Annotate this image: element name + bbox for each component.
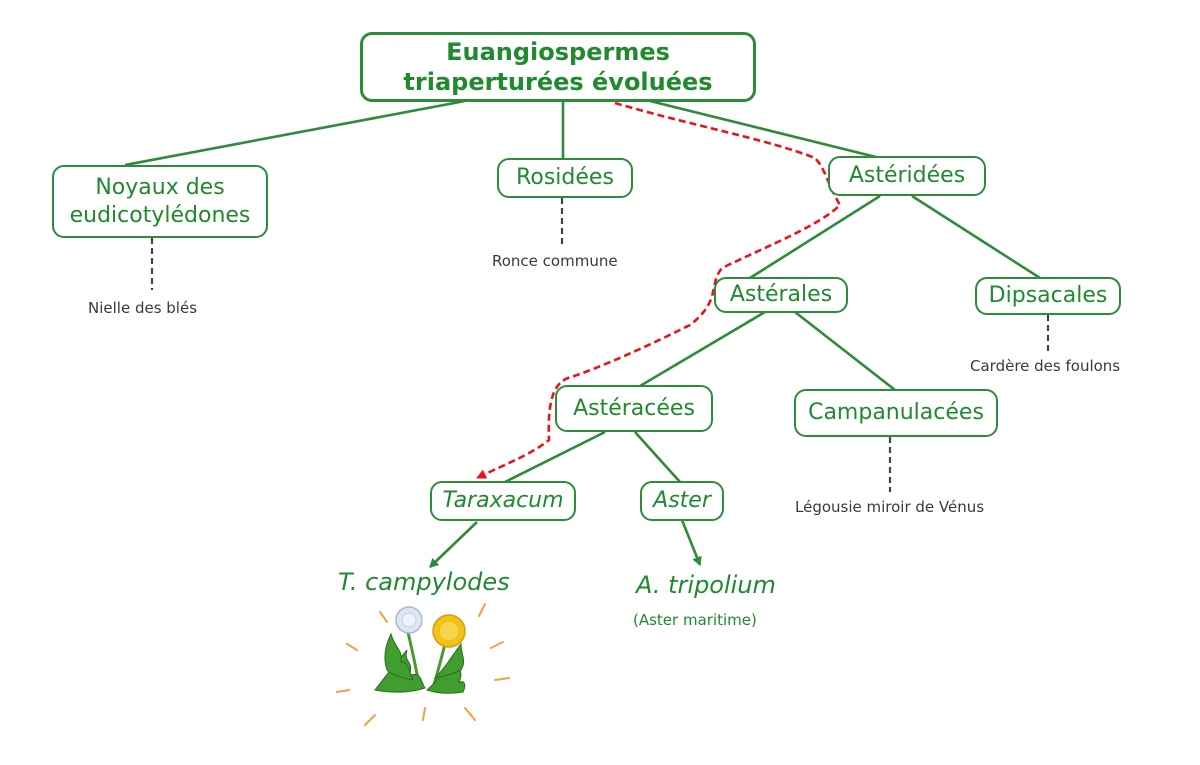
- edge-asteracees-taraxacum: [504, 430, 606, 484]
- node-aster: Aster: [640, 481, 724, 521]
- node-euangiospermes: Euangiospermes triaperturées évoluées: [360, 32, 756, 102]
- node-asteracees: Astéracées: [555, 385, 713, 432]
- example-legousie: Légousie miroir de Vénus: [795, 498, 985, 516]
- edge-asterales-asteracees: [639, 310, 766, 388]
- example-nielle-des-bles: Nielle des blés: [88, 299, 198, 317]
- edge-asteridees-asterales: [749, 194, 881, 280]
- node-asteridees: Astéridées: [828, 156, 986, 196]
- species-aster-maritime-note: (Aster maritime): [633, 611, 757, 629]
- edge-asterales-campanulacees: [794, 310, 896, 392]
- dandelion-icon: [336, 603, 510, 726]
- node-noyaux-eudicotyledones: Noyaux des eudicotylédones: [52, 165, 268, 238]
- edge-root-asteridees: [649, 99, 881, 160]
- arrow-taraxacum-species: [429, 521, 478, 568]
- example-ronce-commune: Ronce commune: [492, 252, 618, 270]
- edge-root-noyaux: [124, 99, 466, 167]
- species-a-tripolium: A. tripolium: [636, 571, 776, 599]
- example-cardere-des-foulons: Cardère des foulons: [970, 357, 1121, 375]
- species-t-campylodes: T. campylodes: [338, 568, 510, 596]
- node-taraxacum: Taraxacum: [430, 481, 576, 521]
- arrow-aster-species: [680, 519, 702, 566]
- edge-asteridees-dipsacales: [911, 194, 1041, 280]
- edge-asteracees-aster: [634, 431, 681, 483]
- node-dipsacales: Dipsacales: [975, 277, 1121, 315]
- node-campanulacees: Campanulacées: [794, 389, 998, 437]
- node-rosidees: Rosidées: [497, 158, 633, 198]
- node-asterales: Astérales: [714, 277, 848, 313]
